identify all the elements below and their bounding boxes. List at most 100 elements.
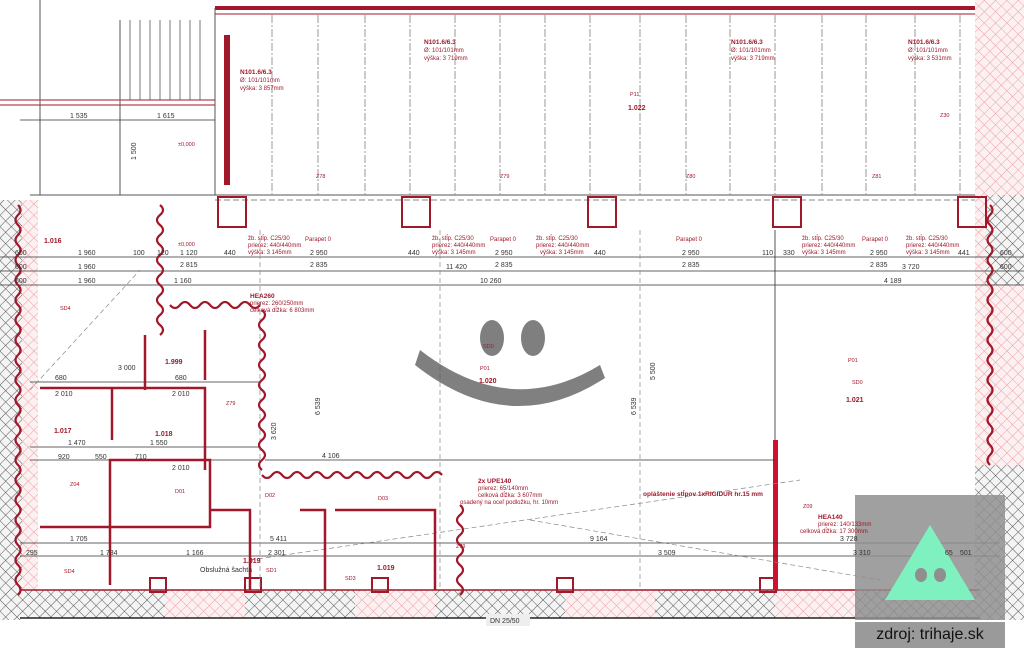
- column-section: prierez: 440/440mm: [248, 243, 301, 249]
- column-height: výška: 3 145mm: [432, 250, 476, 256]
- dim: 1 166: [186, 550, 204, 557]
- watermark-smiley: [415, 320, 605, 407]
- shaft-label: Obslužná šachta: [200, 567, 252, 574]
- dim: 2 010: [55, 391, 73, 398]
- wall-post: [224, 35, 230, 185]
- dim: 3 509: [658, 550, 676, 557]
- tag: SD1: [266, 568, 277, 574]
- tag: P01: [480, 366, 490, 372]
- column: [957, 196, 987, 228]
- beam-label: N101.6/6.3: [731, 39, 763, 46]
- column-section: prierez: 440/440mm: [802, 243, 855, 249]
- tag: Z30: [940, 113, 949, 119]
- dim: 2 835: [870, 262, 888, 269]
- dim: 3 310: [853, 550, 871, 557]
- tag: D01: [175, 489, 185, 495]
- tag: Z78: [316, 174, 325, 180]
- room-number: 1.018: [155, 431, 173, 438]
- dim: 1 535: [70, 113, 88, 120]
- column-height: výška: 3 145mm: [802, 250, 846, 256]
- dim: 1 500: [131, 142, 138, 160]
- dim: 1 960: [78, 250, 96, 257]
- parapet-label: Parapet 0: [676, 237, 703, 243]
- hea260-beam: [155, 204, 267, 471]
- parapet-label: Parapet 0: [305, 237, 332, 243]
- pipe-label: DN 25/50: [490, 618, 520, 625]
- beam-label: N101.6/6.3: [240, 69, 272, 76]
- column-height: výška: 3 145mm: [248, 250, 292, 256]
- triangle-logo-icon: [885, 525, 975, 600]
- tag: SD0: [483, 344, 494, 350]
- beam-height: výška: 3 857mm: [240, 86, 284, 92]
- dim: 3 728: [840, 536, 858, 543]
- dim: 1 160: [174, 278, 192, 285]
- tag: P11: [630, 92, 639, 98]
- dim: 1 550: [150, 440, 168, 447]
- tag: Z79: [456, 544, 465, 550]
- beam-diameter: Ø: 101/101mm: [240, 78, 280, 84]
- upe140-note: osadený na oceľ podložku, hr. 10mm: [460, 500, 558, 506]
- dim: 600: [15, 250, 27, 257]
- dim: 100: [133, 250, 145, 257]
- dim: 1 470: [68, 440, 86, 447]
- hea140-length: celková dĺžka: 17 300mm: [800, 528, 868, 535]
- parapet-label: Parapet 0: [862, 237, 889, 243]
- tag: Z09: [803, 504, 812, 510]
- column-label: žb. stĺp. C25/30: [802, 235, 844, 242]
- left-wall: [0, 200, 22, 620]
- column-labels: žb. stĺp. C25/30 prierez: 440/440mm výšk…: [248, 235, 959, 256]
- column-height: výška: 3 145mm: [906, 250, 950, 256]
- tag: SD4: [64, 569, 75, 575]
- dim: 2 835: [310, 262, 328, 269]
- column-section: prierez: 440/440mm: [536, 243, 589, 249]
- dim: 441: [958, 250, 970, 257]
- level-marker: ±0,000: [178, 142, 195, 148]
- dim: 4 106: [322, 453, 340, 460]
- tag: Z81: [872, 174, 881, 180]
- partition-wall: [773, 440, 778, 590]
- dim: 3 620: [271, 422, 278, 440]
- level-marker: ±0,000: [178, 242, 195, 248]
- dim: 2 950: [870, 250, 888, 257]
- upe140-section: prierez: 65/140mm: [478, 486, 528, 492]
- hea140-section: prierez: 140/133mm: [818, 522, 871, 528]
- dim: 501: [960, 550, 972, 557]
- dim: 3 720: [902, 264, 920, 271]
- dim: 330: [783, 250, 795, 257]
- wavy-wall-left: [14, 204, 22, 596]
- room-number: 1.022: [628, 105, 646, 112]
- tag: D02: [265, 493, 275, 499]
- dim: 110: [762, 250, 773, 257]
- dim: 680: [175, 375, 187, 382]
- cladding-note: opláštenie stĺpov 1xRIGIDUR hr.15 mm: [643, 489, 763, 498]
- dim: 2 950: [495, 250, 513, 257]
- facade-area: [0, 0, 975, 201]
- tag: Z80: [686, 174, 695, 180]
- hea260-label: HEA260: [250, 293, 275, 300]
- dim: 440: [408, 250, 420, 257]
- hea260-section: prierez: 260/250mm: [250, 301, 303, 307]
- dim: 600: [15, 264, 27, 271]
- room-number: 1.021: [846, 397, 864, 404]
- dim: 2 010: [172, 391, 190, 398]
- dim: 600: [1000, 250, 1012, 257]
- dim: 295: [26, 550, 38, 557]
- column: [401, 196, 431, 228]
- dim: 9 164: [590, 536, 608, 543]
- column: [217, 196, 247, 228]
- dim: 440: [594, 250, 606, 257]
- dim: 5 500: [650, 362, 657, 380]
- dim: 6 539: [315, 397, 322, 415]
- tag: Z04: [70, 482, 79, 488]
- beam-diameter: Ø: 101/101mm: [908, 48, 948, 54]
- dim: 710: [135, 454, 147, 461]
- dim: 4 189: [884, 278, 902, 285]
- dim: 2 835: [495, 262, 513, 269]
- column-label: žb. stĺp. C25/30: [906, 235, 948, 242]
- column-label: žb. stĺp. C25/30: [248, 235, 290, 242]
- hea260-length: celková dĺžka: 6 803mm: [250, 307, 314, 314]
- dim: 2 950: [682, 250, 700, 257]
- room-labels: 1.016 1.017 1.018 1.999 1.019 1.019 1.02…: [44, 92, 949, 582]
- column-section: prierez: 440/440mm: [432, 243, 485, 249]
